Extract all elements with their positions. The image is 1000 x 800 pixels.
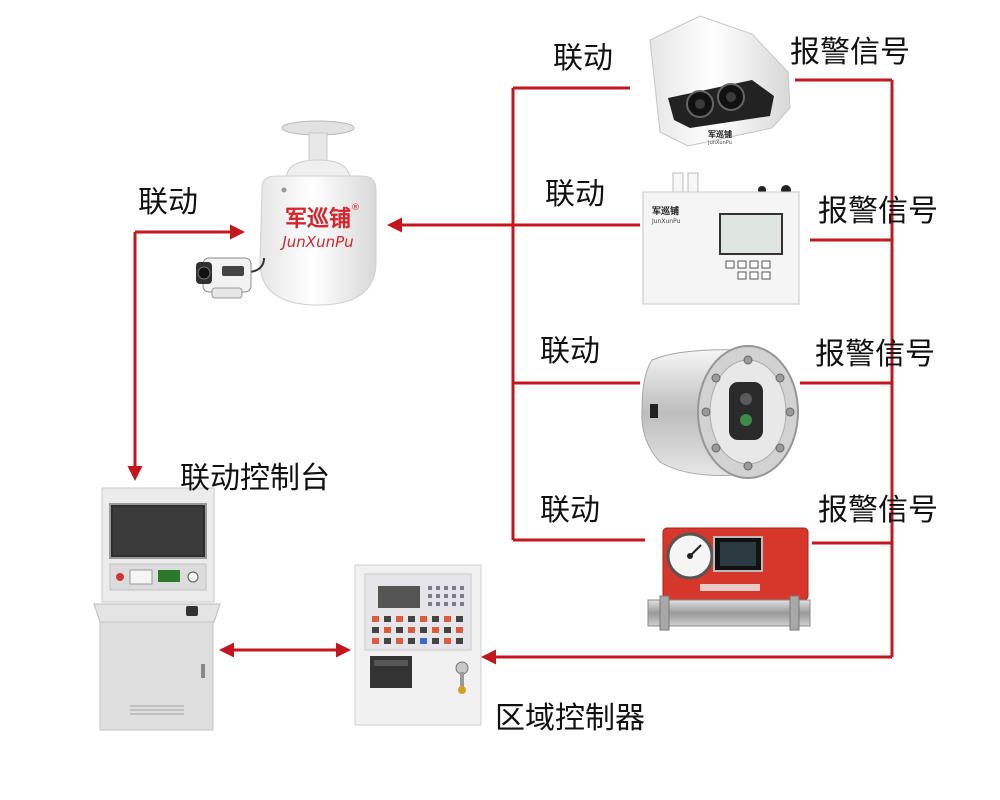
red-pressure-monitor [647,527,811,631]
cylinder-window [729,382,763,440]
zone-controller-button-grid [372,616,463,644]
label-linkage-cylinder: 联动 [540,334,600,369]
camera-brand-cn: 军巡铺 [708,129,732,139]
box-detector-keypad [725,260,771,280]
alarm-wires [481,78,894,665]
cylinder-flame-detector [641,345,799,479]
console-cabinet [99,621,214,731]
linkage-console [93,487,221,731]
label-console: 联动控制台 [180,461,330,496]
camera-brand-en: JunXunPu [707,140,732,146]
zone-controller [354,564,482,726]
box-detector-brand-cn: 军巡铺 [652,205,679,217]
dome-brand-cn: 军巡铺 [285,206,351,232]
zone-controller-key [455,661,469,694]
dome-registered-mark: ® [351,203,360,213]
label-linkage-dome: 联动 [138,185,198,220]
dome-side-camera [196,257,265,299]
box-detector-brand-en: JunXunPu [651,218,681,225]
infrared-camera: 军巡铺 JunXunPu [649,15,791,147]
zone-controller-indicators [428,586,464,606]
label-linkage-camera: 联动 [553,41,613,76]
label-alarm-cylinder: 报警信号 [815,337,935,372]
box-detector-screen [719,213,783,255]
label-linkage-red: 联动 [540,493,600,528]
label-alarm-box: 报警信号 [818,194,938,229]
linkage-wires [387,86,645,542]
zone-controller-display [378,586,420,608]
box-gas-detector: 军巡铺 JunXunPu [642,172,800,305]
label-zone-controller: 区域控制器 [495,701,645,736]
label-alarm-red: 报警信号 [818,493,938,528]
label-alarm-camera: 报警信号 [790,35,910,70]
dome-detector: 军巡铺 ® JunXunPu [196,120,377,306]
label-linkage-box: 联动 [545,177,605,212]
dome-brand-en: JunXunPu [279,233,353,251]
